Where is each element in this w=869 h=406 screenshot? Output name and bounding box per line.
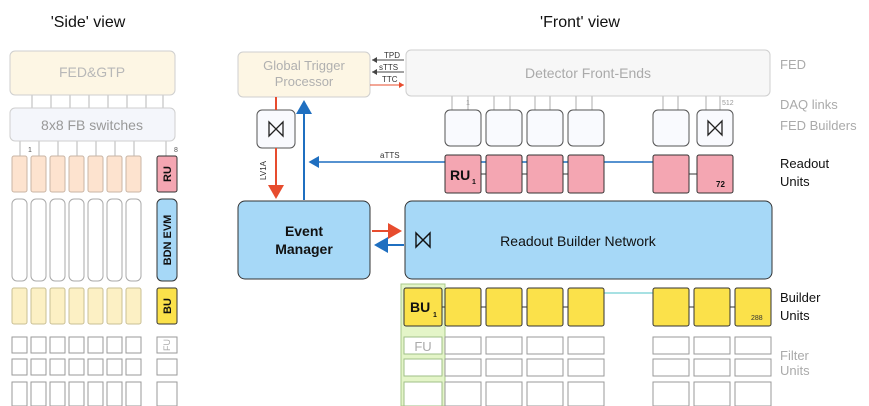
side-ru-cell	[68, 155, 85, 193]
builder-unit	[567, 287, 605, 327]
side-bu-cell	[11, 287, 28, 325]
global-trigger-label-line1: Global Trigger	[263, 58, 345, 73]
builder-unit	[444, 287, 482, 327]
side-bdn-column	[11, 198, 28, 282]
side-bu-cell	[49, 287, 66, 325]
global-trigger-processor-box	[237, 51, 371, 98]
readout-builder-network-label: Readout Builder Network	[500, 233, 657, 249]
side-ru-cell	[125, 155, 142, 193]
side-bdn-column	[125, 198, 142, 282]
bu-last-index: 288	[751, 315, 763, 322]
side-col-index-last: 8	[174, 147, 178, 154]
atts-label: aTTS	[380, 151, 400, 160]
bu-first-label: BU	[410, 299, 430, 315]
side-bu-cell	[68, 287, 85, 325]
side-ru-cell	[11, 155, 28, 193]
side-fu-label: FU	[162, 339, 172, 351]
side-bu-label: BU	[162, 298, 174, 314]
side-fed-gtp-label: FED&GTP	[59, 64, 125, 80]
readout-unit	[526, 154, 564, 194]
switch-icon	[707, 119, 723, 137]
readout-builder-network-box	[404, 200, 773, 280]
side-bu-cell	[125, 287, 142, 325]
side-ru-cell	[49, 155, 66, 193]
builder-unit	[652, 287, 690, 327]
side-view-title: 'Side' view	[51, 14, 126, 31]
side-col-index-first: 1	[28, 147, 32, 154]
fed-builder	[444, 109, 482, 147]
side-ru-cell	[30, 155, 47, 193]
readout-units-label-line2: Units	[780, 174, 810, 189]
daq-links-lines	[451, 96, 721, 110]
daq-link-first: 1	[466, 100, 470, 107]
builder-units-label-line1: Builder	[780, 290, 821, 305]
ru-first-subscript: 1	[472, 179, 476, 186]
daq-links-label: DAQ links	[780, 97, 838, 112]
global-trigger-label-line2: Processor	[275, 74, 334, 89]
readout-unit	[567, 154, 605, 194]
fed-label: FED	[780, 57, 806, 72]
builder-unit	[485, 287, 523, 327]
ttc-label: TTC	[382, 75, 398, 84]
daq-link-last: 512	[722, 100, 734, 107]
ru-last-index: 72	[716, 180, 725, 189]
side-bdn-column	[106, 198, 123, 282]
side-bdn-column	[68, 198, 85, 282]
side-bu-cell	[106, 287, 123, 325]
side-ru-highlight	[156, 155, 178, 193]
side-ru-label: RU	[162, 166, 174, 182]
lv1a-label: LV1A	[259, 160, 268, 180]
side-bdn-evm-highlight	[156, 198, 178, 282]
ru-first-label: RU	[450, 167, 470, 183]
fed-builder	[526, 109, 564, 147]
side-bu-highlight	[156, 287, 178, 325]
side-fu-grid	[11, 336, 178, 406]
side-ru-cell	[106, 155, 123, 193]
readout-units-label-line1: Readout	[780, 156, 830, 171]
switch-icon	[268, 120, 284, 138]
builder-unit	[526, 287, 564, 327]
side-bdn-column	[49, 198, 66, 282]
side-fb-switches-label: 8x8 FB switches	[41, 117, 143, 133]
stts-label: sTTS	[379, 63, 398, 72]
fed-builder	[567, 109, 605, 147]
side-bdn-column	[30, 198, 47, 282]
fed-builder	[652, 109, 690, 147]
readout-unit	[652, 154, 690, 194]
switch-icon	[415, 231, 431, 249]
side-fed-gtp-box	[9, 50, 176, 96]
readout-unit	[696, 154, 734, 194]
event-manager-label-line2: Manager	[275, 241, 333, 257]
builder-units-label-line2: Units	[780, 308, 810, 323]
filter-units-label-line2: Units	[780, 363, 810, 378]
side-bdn-column	[87, 198, 104, 282]
side-bdn-evm-label: BDN EVM	[162, 215, 174, 266]
side-ru-cell	[87, 155, 104, 193]
event-manager-box	[237, 200, 371, 280]
filter-units-grid	[444, 336, 772, 406]
front-view-title: 'Front' view	[540, 14, 620, 31]
builder-unit	[693, 287, 731, 327]
side-bu-cell	[30, 287, 47, 325]
readout-unit	[485, 154, 523, 194]
bu-first-subscript: 1	[433, 312, 437, 319]
fu-column-cells	[403, 336, 443, 406]
event-manager-label-line1: Event	[285, 223, 323, 239]
fed-builders-label: FED Builders	[780, 118, 857, 133]
side-fb-switches-box	[9, 107, 176, 142]
fu-label: FU	[414, 339, 431, 354]
filter-units-label-line1: Filter	[780, 348, 810, 363]
detector-front-ends-box	[405, 49, 771, 97]
side-bu-cell	[87, 287, 104, 325]
detector-front-ends-label: Detector Front-Ends	[525, 65, 651, 81]
tpd-label: TPD	[384, 51, 400, 60]
fed-builder	[485, 109, 523, 147]
